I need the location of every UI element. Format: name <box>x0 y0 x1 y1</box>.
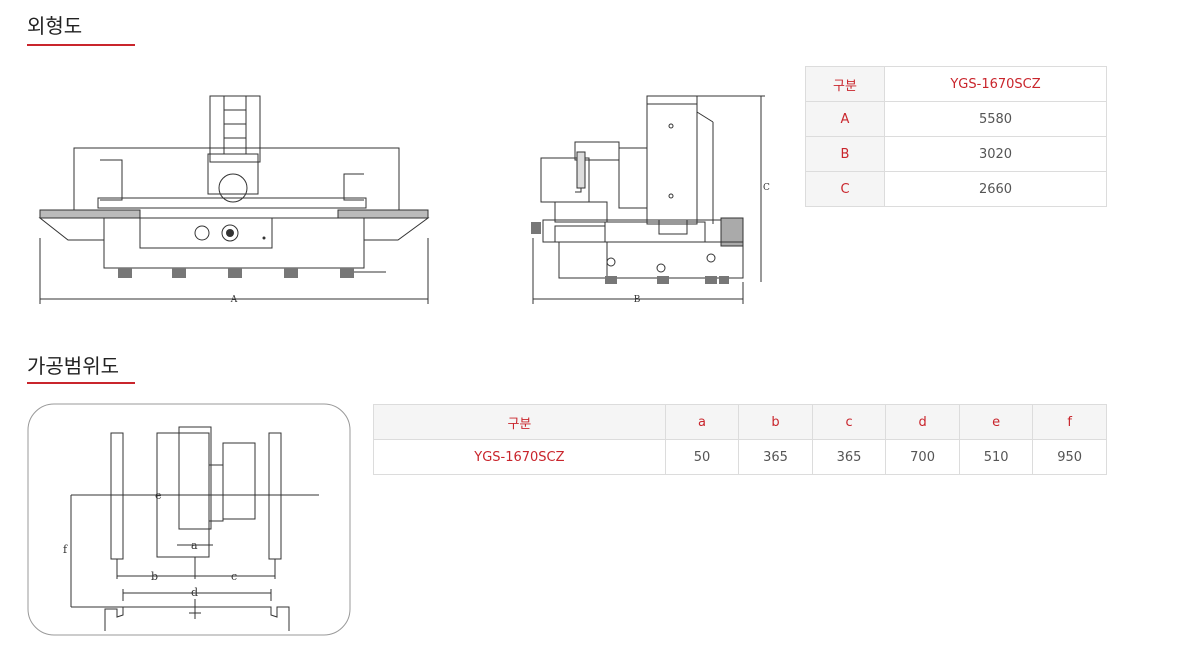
header-cell-f: f <box>1032 404 1107 440</box>
table-row: B 3020 <box>805 136 1107 172</box>
exterior-spec-table: 구분 YGS-1670SCZ A 5580 B 3020 C 2660 <box>805 66 1107 207</box>
range-label-a: a <box>191 539 198 552</box>
cell-value-b: 365 <box>738 439 813 475</box>
section-underline <box>27 382 135 384</box>
row-label: B <box>805 136 885 172</box>
cell-value-c: 365 <box>811 439 887 475</box>
section-title-exterior: 외형도 <box>27 14 83 38</box>
front-view-drawing: A <box>38 95 430 305</box>
machining-range-drawing: f e a b c d <box>27 403 351 636</box>
header-cell-model: YGS-1670SCZ <box>884 66 1107 102</box>
table-row: YGS-1670SCZ 50 365 365 700 510 950 <box>373 439 1107 475</box>
cell-value-f: 950 <box>1032 439 1107 475</box>
side-view-drawing: C B <box>531 95 770 305</box>
header-cell-label: 구분 <box>373 404 666 440</box>
header-cell-c: c <box>811 404 887 440</box>
row-value: 3020 <box>884 136 1107 172</box>
cell-value-a: 50 <box>664 439 740 475</box>
row-label: C <box>805 171 885 207</box>
dimension-label-a: A <box>230 295 238 305</box>
header-cell-a: a <box>664 404 740 440</box>
header-cell-b: b <box>738 404 813 440</box>
table-header-row: 구분 a b c d e f <box>373 404 1107 440</box>
range-label-f: f <box>63 543 68 556</box>
section-title-range: 가공범위도 <box>27 354 119 378</box>
range-label-e: e <box>155 489 162 502</box>
dimension-label-c: C <box>763 183 770 193</box>
cell-value-d: 700 <box>885 439 960 475</box>
range-label-d: d <box>191 586 198 599</box>
row-value: 5580 <box>884 101 1107 137</box>
header-cell-e: e <box>958 404 1034 440</box>
range-label-b: b <box>151 570 158 583</box>
section-underline <box>27 44 135 46</box>
dimension-label-b: B <box>634 295 641 305</box>
table-row: A 5580 <box>805 101 1107 137</box>
header-cell-label: 구분 <box>805 66 885 102</box>
row-value: 2660 <box>884 171 1107 207</box>
row-label: A <box>805 101 885 137</box>
range-spec-table: 구분 a b c d e f YGS-1670SCZ 50 365 365 70… <box>373 404 1107 475</box>
table-header-row: 구분 YGS-1670SCZ <box>805 66 1107 102</box>
cell-value-e: 510 <box>958 439 1034 475</box>
row-model: YGS-1670SCZ <box>373 439 666 475</box>
table-row: C 2660 <box>805 171 1107 207</box>
range-label-c: c <box>231 570 237 583</box>
header-cell-d: d <box>885 404 960 440</box>
